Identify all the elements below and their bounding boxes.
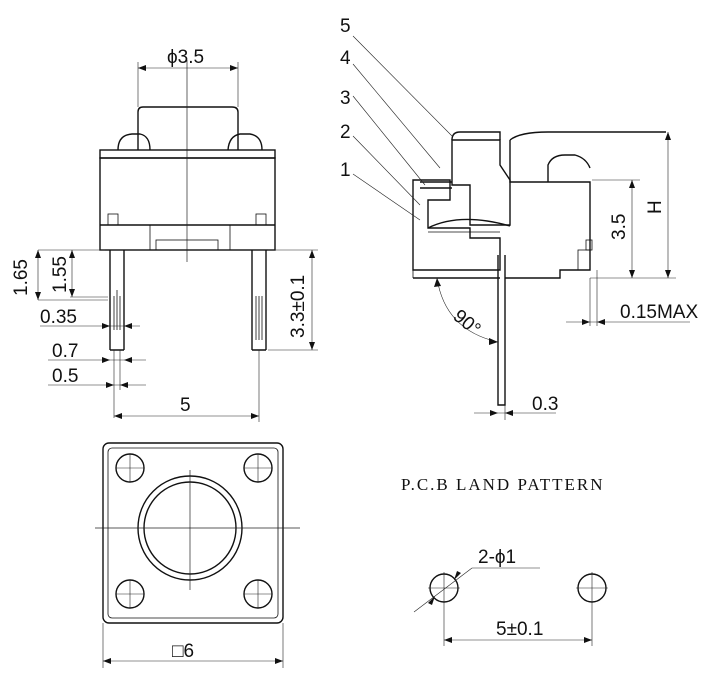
callout-2: 2 bbox=[340, 122, 351, 143]
dim-diameter: ϕ3.5 bbox=[167, 47, 204, 68]
switch-body bbox=[99, 157, 276, 251]
terminal-pin bbox=[497, 255, 506, 406]
dim-3-5: 3.5 bbox=[609, 214, 630, 240]
callout-4: 4 bbox=[340, 48, 351, 69]
section-view: 5 4 3 2 1 H 3.5 0.15MAX 90° 0.3 bbox=[340, 16, 698, 420]
top-outline bbox=[102, 442, 284, 624]
dim-1-55: 1.55 bbox=[50, 256, 71, 293]
actuator-outline bbox=[137, 106, 239, 150]
dim-0-15-max: 0.15MAX bbox=[620, 302, 698, 323]
dim-square-6: □6 bbox=[172, 641, 194, 662]
dome-contact bbox=[427, 218, 511, 229]
dim-1-65: 1.65 bbox=[11, 259, 32, 296]
dim-pitch: 5 bbox=[180, 395, 191, 416]
dim-0-35: 0.35 bbox=[40, 307, 77, 328]
callout-3: 3 bbox=[340, 88, 351, 109]
dim-90-degrees: 90° bbox=[449, 306, 485, 341]
right-body bbox=[505, 140, 591, 279]
dim-0-3: 0.3 bbox=[532, 394, 558, 415]
dim-pin-length: 3.3±0.1 bbox=[288, 275, 309, 338]
left-pin bbox=[109, 250, 125, 351]
dim-0-5: 0.5 bbox=[52, 366, 78, 387]
top-view: □6 bbox=[95, 442, 300, 668]
dim-spacing: 5±0.1 bbox=[496, 619, 543, 640]
dim-holes: 2-ϕ1 bbox=[478, 547, 516, 568]
callout-1: 1 bbox=[340, 160, 351, 181]
land-pattern-title: P.C.B LAND PATTERN bbox=[401, 475, 605, 494]
callout-5: 5 bbox=[340, 16, 351, 37]
right-bump bbox=[227, 133, 263, 151]
front-view: ϕ3.5 1.65 1.55 0.35 0.7 0.5 bbox=[11, 47, 318, 422]
cover-plate-section bbox=[420, 181, 452, 189]
dim-0-7: 0.7 bbox=[52, 341, 78, 362]
left-bump bbox=[117, 133, 151, 151]
actuator-section bbox=[451, 139, 511, 226]
land-pattern: P.C.B LAND PATTERN 2-ϕ1 5±0.1 bbox=[401, 475, 608, 646]
cover-plate bbox=[99, 149, 276, 159]
angle-arc bbox=[436, 277, 499, 343]
housing-section bbox=[412, 179, 501, 271]
dim-h: H bbox=[645, 200, 666, 214]
